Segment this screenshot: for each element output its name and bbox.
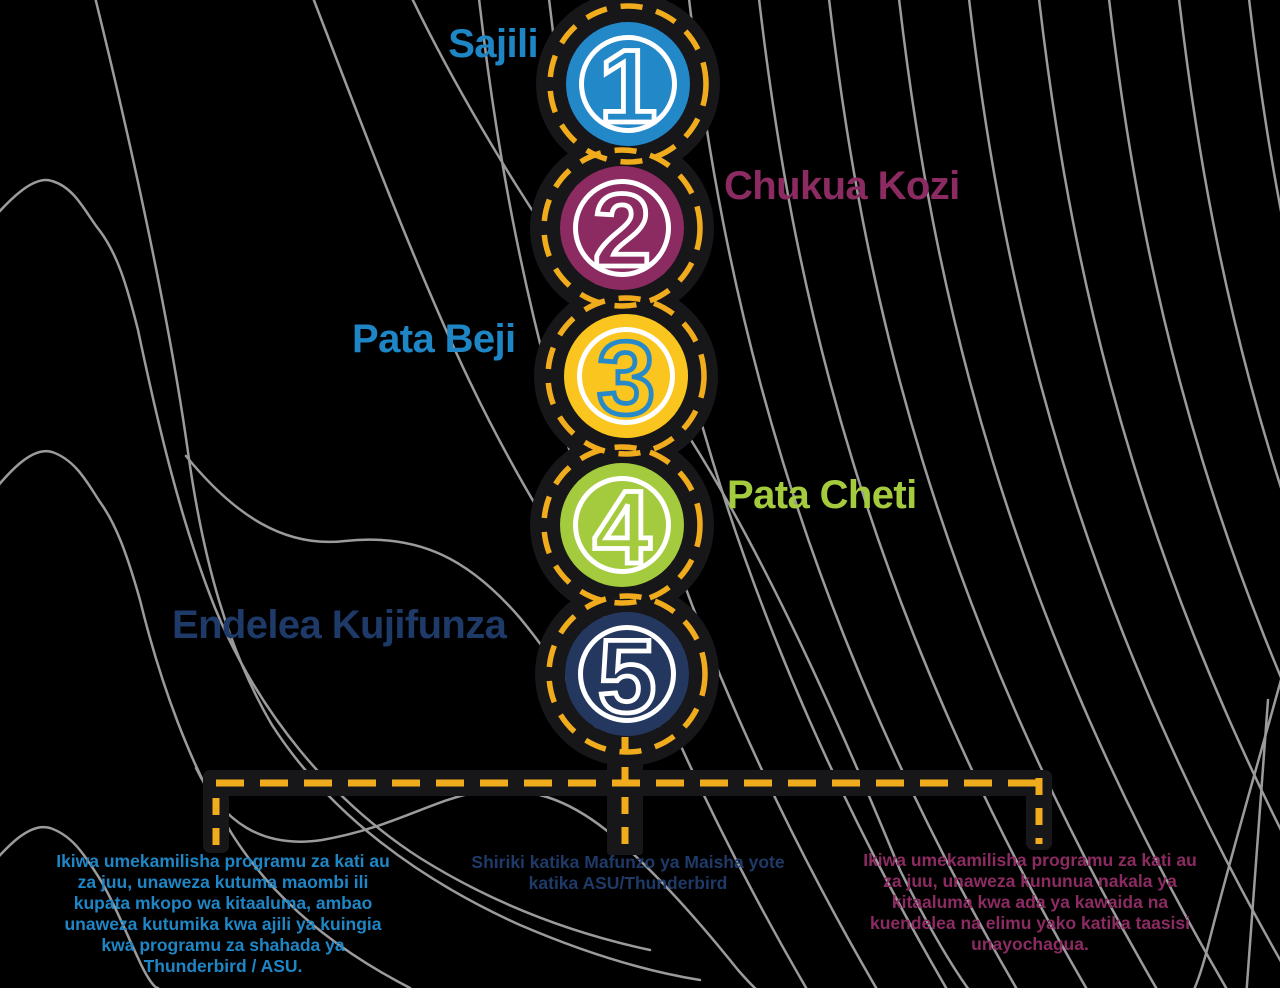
contour-line (0, 449, 412, 988)
contour-line (1107, 0, 1280, 679)
step-disc-1 (566, 22, 690, 146)
step-inner-ring-2 (573, 179, 671, 277)
dash-ring-3 (545, 295, 707, 457)
step-disc-3 (564, 314, 688, 438)
step-label-sajili: Sajili (448, 22, 538, 66)
dash-ring-2 (541, 147, 703, 309)
contour-line (1177, 0, 1280, 489)
step-inner-ring-4 (573, 476, 671, 574)
note-loan-option: Ikiwa umekamilisha programu za kati au z… (56, 851, 390, 976)
dash-ring-1 (547, 3, 709, 165)
step-label-pata-cheti: Pata Cheti (727, 473, 917, 517)
contour-line (0, 178, 652, 952)
step-number-1: 1 (599, 29, 657, 145)
contour-line (411, 0, 970, 988)
step-number-4: 4 (593, 470, 651, 586)
contour-line (897, 0, 1228, 988)
contour-line (1245, 698, 1270, 988)
contour-line (1037, 0, 1280, 831)
step-inner-ring-3 (577, 327, 675, 425)
step-number-2: 2 (593, 173, 651, 289)
contour-line (94, 0, 702, 982)
step-label-pata-beji: Pata Beji (352, 317, 516, 361)
step-inner-ring-5 (578, 625, 676, 723)
step-disc-5 (565, 612, 689, 736)
note-transcript-option: Ikiwa umekamilisha programu za kati au z… (863, 850, 1197, 954)
step-label-endelea-kujifunza: Endelea Kujifunza (172, 603, 507, 647)
step-number-3: 3 (597, 321, 655, 437)
step-disc-2 (560, 166, 684, 290)
note-lifelong-learning: Shiriki katika Mafunzo ya Maisha yote ka… (471, 852, 785, 893)
contour-line (827, 0, 1158, 988)
road-dashes (212, 3, 1043, 852)
contour-line (757, 0, 1088, 988)
step-label-chukua-kozi: Chukua Kozi (724, 164, 960, 208)
step-number-5: 5 (598, 619, 656, 735)
contour-line (1247, 0, 1280, 213)
step-inner-ring-1 (579, 35, 677, 133)
contour-line (1193, 678, 1280, 988)
contour-line (0, 825, 160, 988)
dash-ring-4 (541, 444, 703, 606)
contour-line (967, 0, 1280, 963)
step-disc-4 (560, 463, 684, 587)
step-numbers: 1 2 3 4 5 (591, 27, 660, 738)
step-discs (560, 22, 690, 736)
